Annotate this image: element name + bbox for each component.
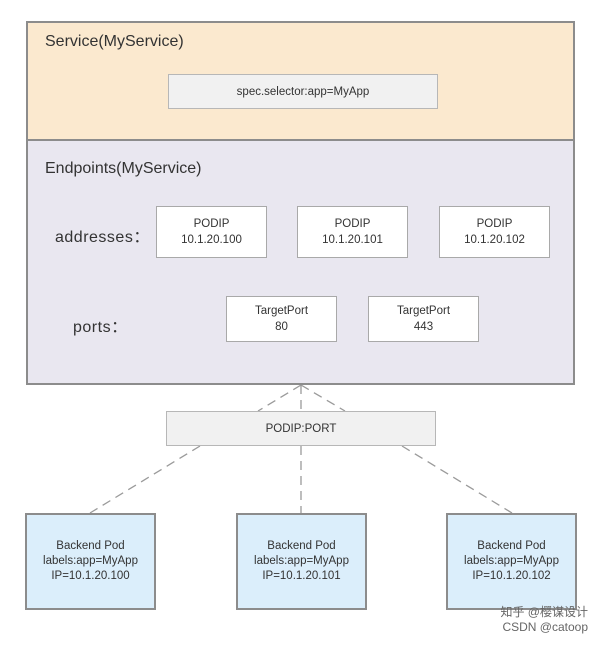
address-value: 10.1.20.101 xyxy=(322,234,383,246)
pod-labels: labels:app=MyApp xyxy=(464,555,559,567)
watermark-line-1: 知乎 @樱谋设计 xyxy=(500,605,588,619)
connector-endpoints-right xyxy=(300,384,346,412)
address-value: 10.1.20.100 xyxy=(181,234,242,246)
pod-ip: IP=10.1.20.102 xyxy=(472,570,551,582)
watermark-line-2: CSDN @catoop xyxy=(502,620,588,634)
address-card: PODIP 10.1.20.102 xyxy=(439,206,550,258)
endpoints-box: Endpoints(MyService) addresses： ports： P… xyxy=(26,141,575,385)
ports-label: ports： xyxy=(73,319,128,336)
connector-endpoints-left xyxy=(257,384,302,412)
address-card: PODIP 10.1.20.101 xyxy=(297,206,408,258)
endpoints-title: Endpoints(MyService) xyxy=(45,160,202,177)
backend-pod: Backend Pod labels:app=MyApp IP=10.1.20.… xyxy=(446,513,577,610)
pod-name: Backend Pod xyxy=(477,540,546,552)
service-title: Service(MyService) xyxy=(45,33,184,50)
service-box: Service(MyService) spec.selector:app=MyA… xyxy=(26,21,575,141)
pod-ip: IP=10.1.20.100 xyxy=(51,570,130,582)
watermark: 知乎 @樱谋设计 CSDN @catoop xyxy=(500,605,588,635)
pod-name: Backend Pod xyxy=(267,540,336,552)
port-label: TargetPort xyxy=(396,305,451,317)
connector-pod-left xyxy=(89,445,201,514)
address-card: PODIP 10.1.20.100 xyxy=(156,206,267,258)
connector-pod-right xyxy=(401,445,513,514)
address-label: PODIP xyxy=(476,218,513,230)
backend-pod: Backend Pod labels:app=MyApp IP=10.1.20.… xyxy=(236,513,367,610)
port-card: TargetPort 80 xyxy=(226,296,337,342)
pod-labels: labels:app=MyApp xyxy=(254,555,349,567)
pod-name: Backend Pod xyxy=(56,540,125,552)
pod-ip: IP=10.1.20.101 xyxy=(262,570,341,582)
addresses-label: addresses： xyxy=(55,229,150,246)
service-selector: spec.selector:app=MyApp xyxy=(168,74,438,109)
podip-port-box: PODIP:PORT xyxy=(166,411,436,446)
address-label: PODIP xyxy=(193,218,230,230)
port-card: TargetPort 443 xyxy=(368,296,479,342)
backend-pod: Backend Pod labels:app=MyApp IP=10.1.20.… xyxy=(25,513,156,610)
address-value: 10.1.20.102 xyxy=(464,234,525,246)
port-value: 443 xyxy=(413,321,434,333)
port-value: 80 xyxy=(275,321,288,333)
address-label: PODIP xyxy=(334,218,371,230)
pod-labels: labels:app=MyApp xyxy=(43,555,138,567)
port-label: TargetPort xyxy=(254,305,309,317)
